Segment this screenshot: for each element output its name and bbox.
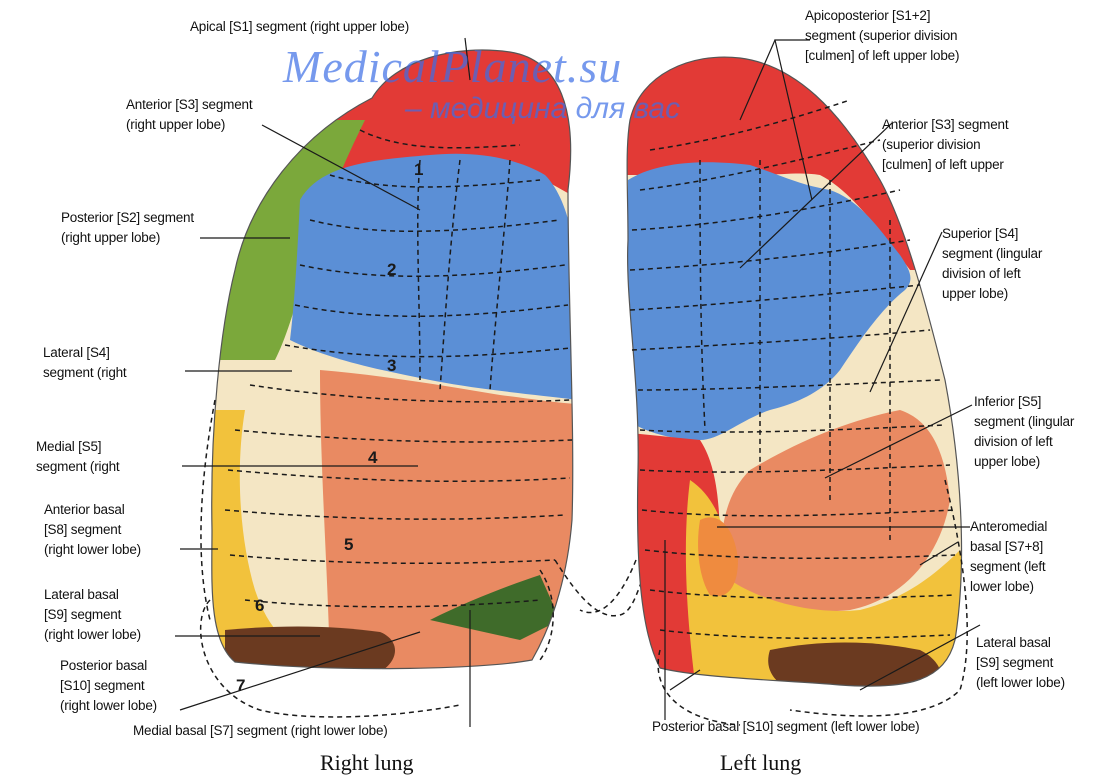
segment-number-7: 7: [236, 676, 245, 696]
left-lateral-basal-segment: [768, 643, 941, 691]
segment-number-2: 2: [387, 260, 396, 280]
segment-number-4: 4: [368, 448, 377, 468]
label-posterior-s2-right: Posterior [S2] segment (right upper lobe…: [61, 208, 194, 248]
watermark-site: MedicalPlanet.su: [283, 40, 622, 93]
label-superior-s4-left: Superior [S4] segment (lingular division…: [942, 224, 1042, 304]
right-posterior-basal-segment: [225, 626, 395, 672]
label-anterior-basal-s8-right: Anterior basal [S8] segment (right lower…: [44, 500, 141, 560]
segment-number-6: 6: [255, 596, 264, 616]
label-inferior-s5-left: Inferior [S5] segment (lingular division…: [974, 392, 1074, 472]
label-apical-s1: Apical [S1] segment (right upper lobe): [190, 17, 409, 37]
label-anterior-s3-right: Anterior [S3] segment (right upper lobe): [126, 95, 252, 135]
segment-number-5: 5: [344, 535, 353, 555]
label-lateral-basal-s9-left: Lateral basal [S9] segment (left lower l…: [976, 633, 1065, 693]
label-lateral-s4-right: Lateral [S4] segment (right: [43, 343, 127, 383]
right-lung: [200, 40, 660, 717]
label-apicoposterior-s12-left: Apicoposterior [S1+2] segment (superior …: [805, 6, 959, 66]
label-medial-basal-s7-right: Medial basal [S7] segment (right lower l…: [133, 721, 388, 741]
segment-number-1: 1: [414, 160, 423, 180]
label-medial-s5-right: Medial [S5] segment (right: [36, 437, 120, 477]
caption-left-lung: Left lung: [720, 750, 801, 776]
label-posterior-basal-s10-left: Posterior basal [S10] segment (left lowe…: [652, 717, 919, 737]
label-anterior-s3-left: Anterior [S3] segment (superior division…: [882, 115, 1008, 175]
segment-number-3: 3: [387, 356, 396, 376]
label-posterior-basal-s10-right: Posterior basal [S10] segment (right low…: [60, 656, 157, 716]
label-anteromedial-s78-left: Anteromedial basal [S7+8] segment (left …: [970, 517, 1047, 597]
watermark-slogan: – медицина для вас: [405, 92, 680, 126]
caption-right-lung: Right lung: [320, 750, 414, 776]
label-lateral-basal-s9-right: Lateral basal [S9] segment (right lower …: [44, 585, 141, 645]
